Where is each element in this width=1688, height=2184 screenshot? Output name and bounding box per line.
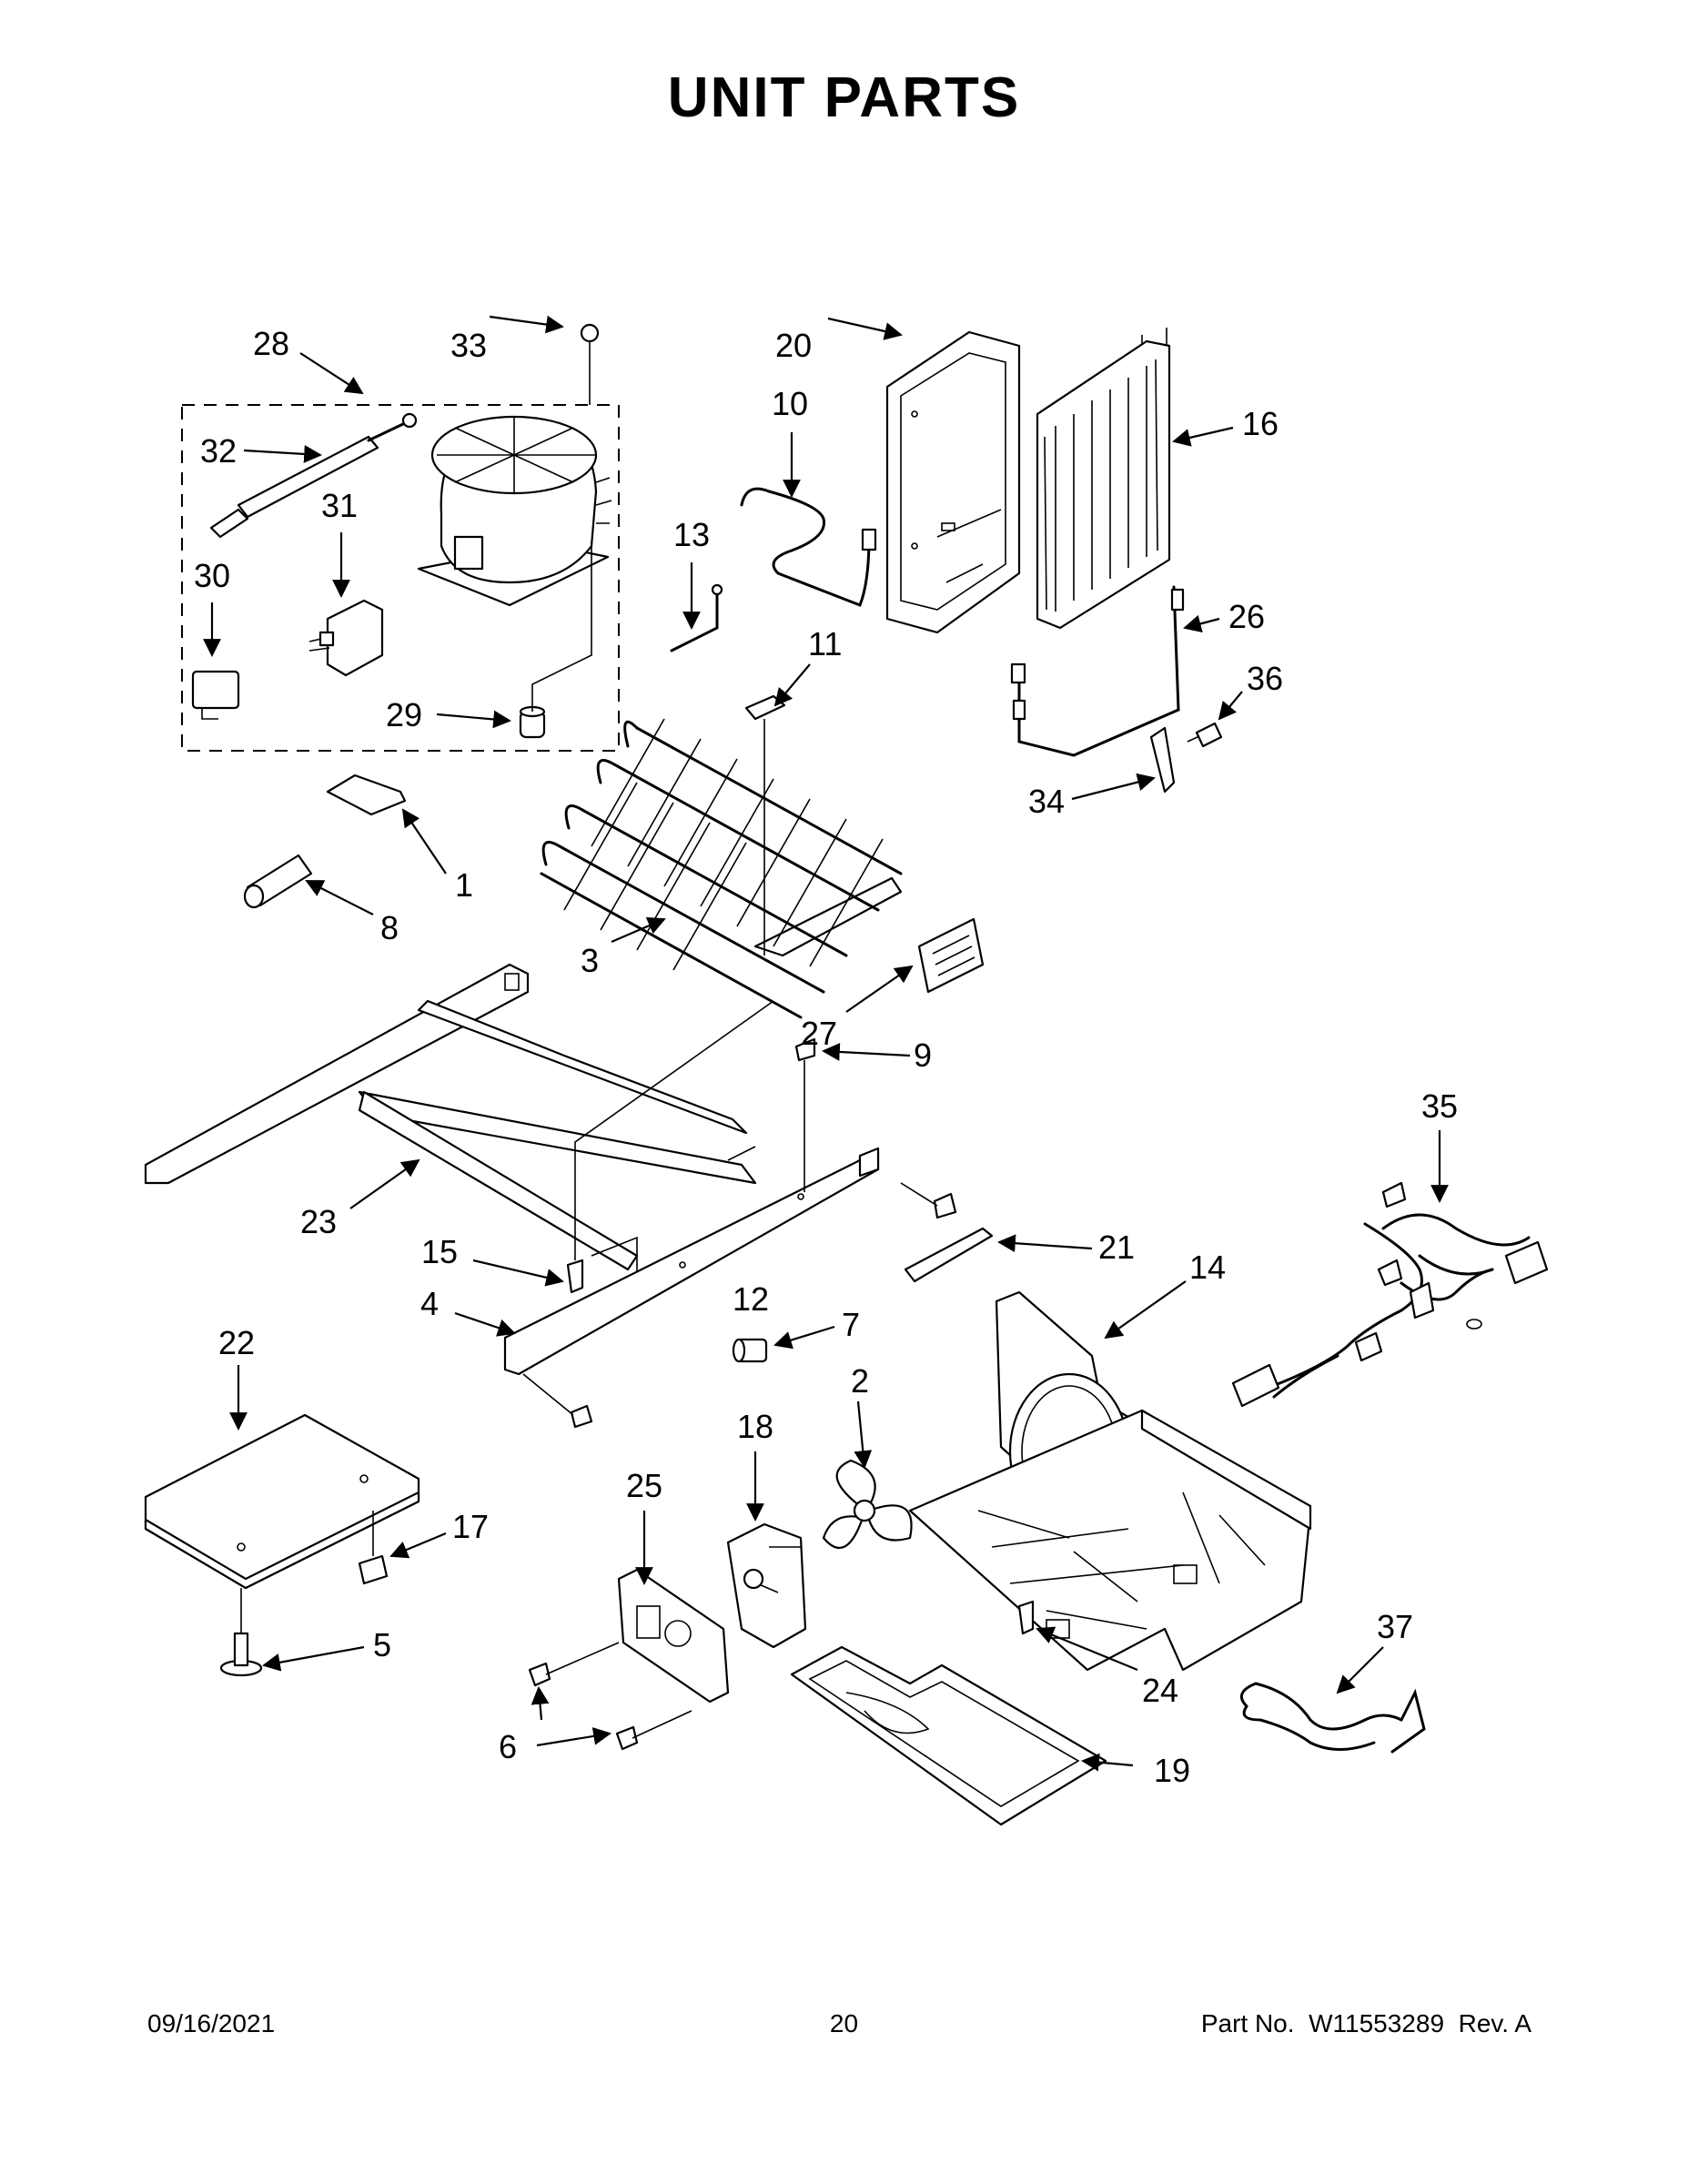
callout-27: 27 — [801, 1015, 837, 1052]
compressor-kit-group — [181, 323, 620, 752]
revision: Rev. A — [1458, 2009, 1531, 2037]
footer-part-number: Part No. W11553289 Rev. A — [1201, 2009, 1531, 2038]
callout-33: 33 — [450, 327, 487, 364]
callout-17: 17 — [452, 1508, 489, 1545]
fan-motor-18 — [726, 1522, 807, 1649]
part-number: W11553289 — [1309, 2009, 1445, 2037]
callout-30: 30 — [194, 557, 230, 594]
callout-8: 8 — [380, 909, 399, 946]
bracket-1 — [326, 774, 407, 816]
callout-36: 36 — [1247, 660, 1283, 697]
cable-tie-21 — [904, 1227, 994, 1283]
page-title: UNIT PARTS — [667, 66, 1021, 129]
callout-3: 3 — [581, 942, 599, 979]
callout-14: 14 — [1189, 1249, 1226, 1286]
callout-5: 5 — [373, 1626, 391, 1663]
callout-1: 1 — [455, 866, 473, 904]
label-27 — [917, 917, 985, 994]
callout-23: 23 — [300, 1203, 337, 1240]
screw-24 — [1017, 1600, 1035, 1635]
callout-16: 16 — [1242, 405, 1279, 442]
footer-date: 09/16/2021 — [147, 2009, 276, 2037]
callout-22: 22 — [218, 1324, 255, 1361]
fan-bracket-25 — [617, 1568, 730, 1704]
callout-28: 28 — [253, 325, 289, 362]
frame-rails-23 — [144, 963, 757, 1274]
evaporator-3 — [540, 718, 903, 1019]
callout-19: 19 — [1154, 1752, 1190, 1789]
callout-13: 13 — [673, 516, 710, 553]
callout-18: 18 — [737, 1408, 773, 1445]
fastener-17 — [358, 1511, 389, 1585]
leader-lines — [203, 315, 1449, 1772]
wire-harness-35 — [1231, 1181, 1549, 1408]
screw-12 — [522, 1182, 957, 1429]
screw-9 — [794, 1037, 816, 1192]
heater-37 — [1239, 1682, 1426, 1754]
callout-12: 12 — [733, 1280, 769, 1318]
screw-33 — [580, 323, 600, 405]
callout-24: 24 — [1142, 1672, 1178, 1709]
plug-7 — [732, 1338, 768, 1363]
callout-7: 7 — [842, 1306, 860, 1343]
screw-36 — [1187, 722, 1223, 748]
callout-6: 6 — [499, 1728, 517, 1765]
callout-20: 20 — [775, 327, 812, 364]
footer-page-number: 20 — [829, 2009, 859, 2037]
callout-21: 21 — [1098, 1228, 1135, 1266]
leveling-foot-5 — [219, 1588, 263, 1677]
callout-4: 4 — [420, 1285, 439, 1322]
callout-34: 34 — [1028, 783, 1065, 820]
part-label: Part No. — [1200, 2009, 1295, 2037]
callout-10: 10 — [772, 385, 808, 422]
clip-11 — [744, 694, 786, 721]
screw-15 — [566, 1000, 774, 1294]
machine-compartment-14 — [908, 1290, 1312, 1672]
front-rail-4 — [503, 1147, 880, 1376]
screws-6 — [528, 1642, 692, 1751]
overload-30 — [191, 670, 240, 720]
relay-31 — [308, 599, 384, 677]
tube-13 — [670, 590, 719, 652]
callout-32: 32 — [200, 432, 237, 470]
callout-11: 11 — [808, 625, 842, 662]
drain-pan-19 — [790, 1645, 1107, 1826]
fan-blade-2 — [822, 1459, 913, 1549]
callout-35: 35 — [1421, 1087, 1458, 1125]
compressor — [417, 415, 612, 607]
insulation-8 — [243, 854, 313, 909]
mounting-plate-22 — [144, 1413, 420, 1590]
callout-9: 9 — [914, 1036, 932, 1074]
callout-2: 2 — [851, 1362, 869, 1400]
callout-25: 25 — [626, 1467, 662, 1504]
callout-15: 15 — [421, 1233, 458, 1270]
condenser-shroud-20 — [885, 330, 1021, 634]
callout-26: 26 — [1228, 598, 1265, 635]
callout-29: 29 — [386, 696, 422, 733]
filter-drier-32 — [209, 412, 418, 539]
callout-labels: 28 33 20 10 16 32 31 13 30 26 11 36 29 3… — [194, 325, 1458, 1789]
callout-31: 31 — [321, 487, 358, 524]
condenser-16 — [1036, 328, 1171, 630]
drain-heater-34 — [1010, 585, 1185, 794]
tube-10 — [740, 487, 871, 607]
callout-37: 37 — [1377, 1608, 1413, 1645]
